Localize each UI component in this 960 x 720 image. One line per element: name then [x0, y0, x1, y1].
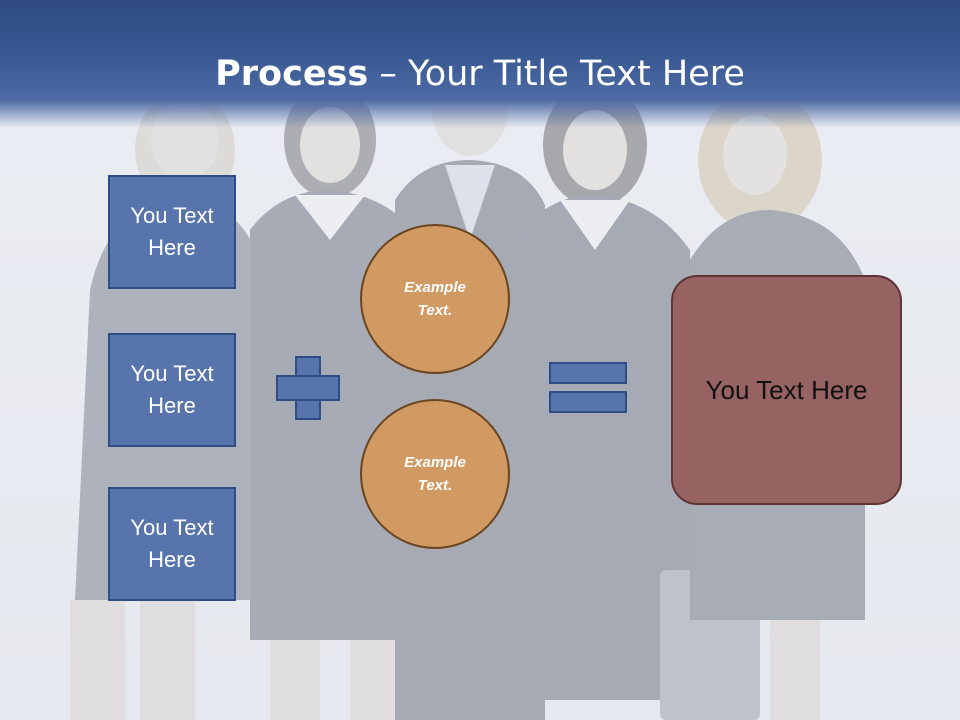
result-box-label: You Text Here	[705, 374, 868, 405]
input-box-label: You Text Here	[130, 203, 214, 260]
equals-top-bar	[549, 362, 627, 384]
input-box-1[interactable]: You Text Here	[108, 175, 236, 289]
input-box-label: You Text Here	[130, 361, 214, 418]
equals-bottom-bar	[549, 391, 627, 413]
title-rest: – Your Title Text Here	[368, 54, 745, 94]
input-box-label: You Text Here	[130, 515, 214, 572]
slide-title: Process – Your Title Text Here	[0, 50, 960, 98]
circle-label: Example Text.	[404, 279, 466, 319]
plus-core	[297, 377, 319, 399]
title-bar	[0, 0, 960, 128]
example-circle-2[interactable]: Example Text.	[360, 399, 510, 549]
input-box-2[interactable]: You Text Here	[108, 333, 236, 447]
circle-label: Example Text.	[404, 454, 466, 494]
input-box-3[interactable]: You Text Here	[108, 487, 236, 601]
result-box[interactable]: You Text Here	[671, 275, 902, 505]
title-bold: Process	[215, 54, 369, 94]
example-circle-1[interactable]: Example Text.	[360, 224, 510, 374]
